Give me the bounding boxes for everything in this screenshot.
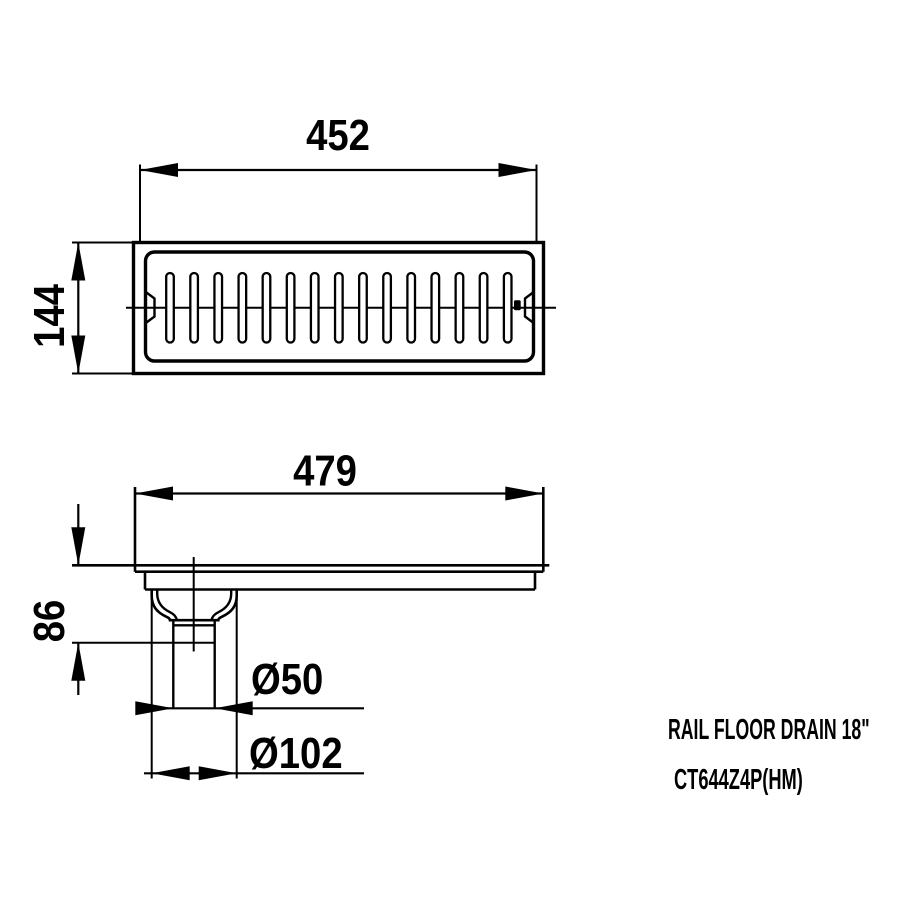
grate-slot	[333, 271, 344, 344]
arrowhead-left	[151, 766, 190, 781]
grate-slot	[309, 271, 320, 344]
top-view	[126, 240, 556, 376]
grate-slot	[189, 271, 200, 344]
arrowhead-up	[71, 642, 86, 681]
grate-slot	[502, 271, 513, 344]
arrowhead-right	[198, 766, 237, 781]
arrowhead-top	[71, 242, 86, 281]
left-clip-tab	[145, 291, 156, 324]
dim-flange-diameter-value: Ø102	[249, 729, 343, 778]
arrowhead-right	[498, 163, 537, 177]
dim-side-width-value: 479	[293, 446, 357, 495]
product-model: CT644Z4P(HM)	[674, 764, 803, 796]
grate-slot	[237, 271, 248, 344]
dim-outlet-diameter-value: Ø50	[251, 655, 323, 704]
under-step	[143, 571, 537, 591]
right-clip-tab	[523, 291, 534, 324]
trap-bowl-inner-right	[210, 589, 233, 621]
grate-slot	[478, 271, 489, 344]
dim-top-width-value: 452	[306, 111, 370, 160]
arrowhead-bottom	[71, 335, 86, 374]
grate-slot	[285, 271, 296, 344]
dim-top-width: 452	[139, 111, 538, 244]
dim-outlet-diameter: Ø50	[135, 655, 364, 716]
arrowhead-left	[135, 486, 173, 501]
grate-slot	[358, 271, 368, 344]
arrowhead-right	[505, 486, 544, 501]
dim-flange-diameter: Ø102	[144, 729, 364, 781]
grate-plate	[143, 250, 536, 363]
grate-slot	[165, 271, 175, 344]
pivot-pin-mark	[514, 300, 521, 311]
grate-slot	[406, 271, 417, 344]
grate-slot	[454, 271, 465, 344]
arrowhead-down	[71, 527, 86, 566]
grate-slot	[430, 271, 441, 344]
dim-top-height-value: 144	[25, 284, 74, 348]
grate-slot	[382, 271, 393, 344]
arrowhead-left	[140, 163, 178, 177]
grate-slot	[213, 271, 224, 344]
trap-bowl-inner-left	[156, 589, 178, 621]
product-name: RAIL FLOOR DRAIN 18"	[668, 714, 870, 747]
grate-slots	[165, 271, 513, 344]
dim-side-depth: 86	[25, 504, 215, 695]
dim-top-height: 144	[25, 241, 134, 375]
arrowhead-left	[214, 701, 253, 716]
dim-side-depth-value: 86	[25, 600, 74, 643]
title-block: RAIL FLOOR DRAIN 18" CT644Z4P(HM)	[668, 714, 870, 797]
drain-outer-frame	[131, 240, 546, 376]
arrowhead-right	[135, 701, 174, 716]
side-view	[72, 487, 550, 779]
dim-side-width: 479	[135, 446, 544, 501]
grate-slot	[261, 271, 272, 344]
